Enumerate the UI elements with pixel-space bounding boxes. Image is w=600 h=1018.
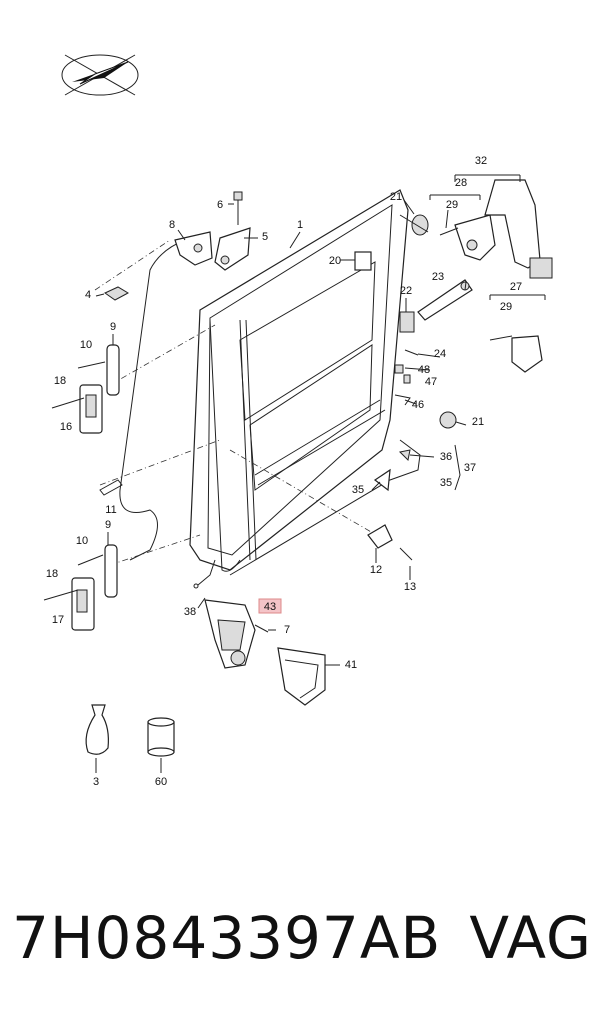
callout-22: 22 xyxy=(400,285,412,297)
lock-motor xyxy=(484,179,553,279)
callout-20: 20 xyxy=(329,255,341,267)
callout-9-lower: 9 xyxy=(105,519,111,531)
callout-6: 6 xyxy=(217,199,223,211)
callout-18-lower: 18 xyxy=(46,568,58,580)
callout-8: 8 xyxy=(169,219,175,231)
guide xyxy=(373,468,391,492)
callout-3: 3 xyxy=(93,776,99,788)
callout-5: 5 xyxy=(262,231,268,243)
callout-29-lower: 29 xyxy=(500,301,512,313)
latch-cover xyxy=(277,647,326,706)
footer: 7H0843397AB VAG xyxy=(12,898,592,978)
callout-32: 32 xyxy=(475,155,487,167)
callout-35-right: 35 xyxy=(440,477,452,489)
callout-1: 1 xyxy=(297,219,303,231)
callout-7: 7 xyxy=(284,624,290,636)
hinge-bracket xyxy=(174,231,213,266)
lower-hinge-pin xyxy=(104,544,118,598)
callout-4: 4 xyxy=(85,289,91,301)
bracket xyxy=(214,227,251,271)
callout-13: 13 xyxy=(404,581,416,593)
sliding-door-panel xyxy=(189,189,421,576)
callout-16: 16 xyxy=(60,421,72,433)
bolt-icon xyxy=(233,191,243,225)
callout-10-upper: 10 xyxy=(80,339,92,351)
callout-27: 27 xyxy=(510,281,522,293)
callout-47: 47 xyxy=(425,376,437,388)
buffer-lower xyxy=(439,411,457,429)
compass-logo-icon xyxy=(61,54,139,96)
callout-10-lower: 10 xyxy=(76,535,88,547)
lubricant-can-icon xyxy=(147,717,175,757)
grease-bag-icon xyxy=(85,704,109,755)
retainer xyxy=(399,311,415,333)
callout-12: 12 xyxy=(370,564,382,576)
callout-17: 17 xyxy=(52,614,64,626)
lock-actuator xyxy=(454,214,496,261)
callout-23: 23 xyxy=(432,271,444,283)
striker xyxy=(511,335,543,373)
callout-11: 11 xyxy=(105,504,116,516)
callout-21-lower: 21 xyxy=(472,416,484,428)
clip xyxy=(99,479,123,496)
callout-37: 37 xyxy=(464,462,476,474)
latch-assembly xyxy=(204,599,269,669)
callout-21-upper: 21 xyxy=(390,191,402,203)
callout-29-upper: 29 xyxy=(446,199,458,211)
callout-18-upper: 18 xyxy=(54,375,66,387)
pad xyxy=(104,286,130,301)
brand-name: VAG xyxy=(469,904,592,972)
callout-28: 28 xyxy=(455,177,467,189)
part-number: 7H0843397AB xyxy=(12,904,442,972)
buffer-upper xyxy=(399,214,429,236)
upper-hinge-pin xyxy=(106,344,120,396)
callout-46: 46 xyxy=(412,399,424,411)
callout-60: 60 xyxy=(155,776,167,788)
cable-left xyxy=(119,239,186,561)
callout-41: 41 xyxy=(345,659,357,671)
callout-9-upper: 9 xyxy=(110,321,116,333)
callout-43: 43 xyxy=(264,601,276,613)
window-catch xyxy=(354,251,372,271)
bracket-lower xyxy=(367,524,393,549)
parts-diagram: 1 3 4 5 6 7 8 9 9 10 10 11 12 13 16 17 1… xyxy=(43,54,553,788)
callout-36: 36 xyxy=(440,451,452,463)
callout-24: 24 xyxy=(434,348,446,360)
callout-38: 38 xyxy=(184,606,196,618)
callout-35-left: 35 xyxy=(352,484,364,496)
callout-43-highlight xyxy=(258,598,282,614)
rod xyxy=(417,279,473,321)
